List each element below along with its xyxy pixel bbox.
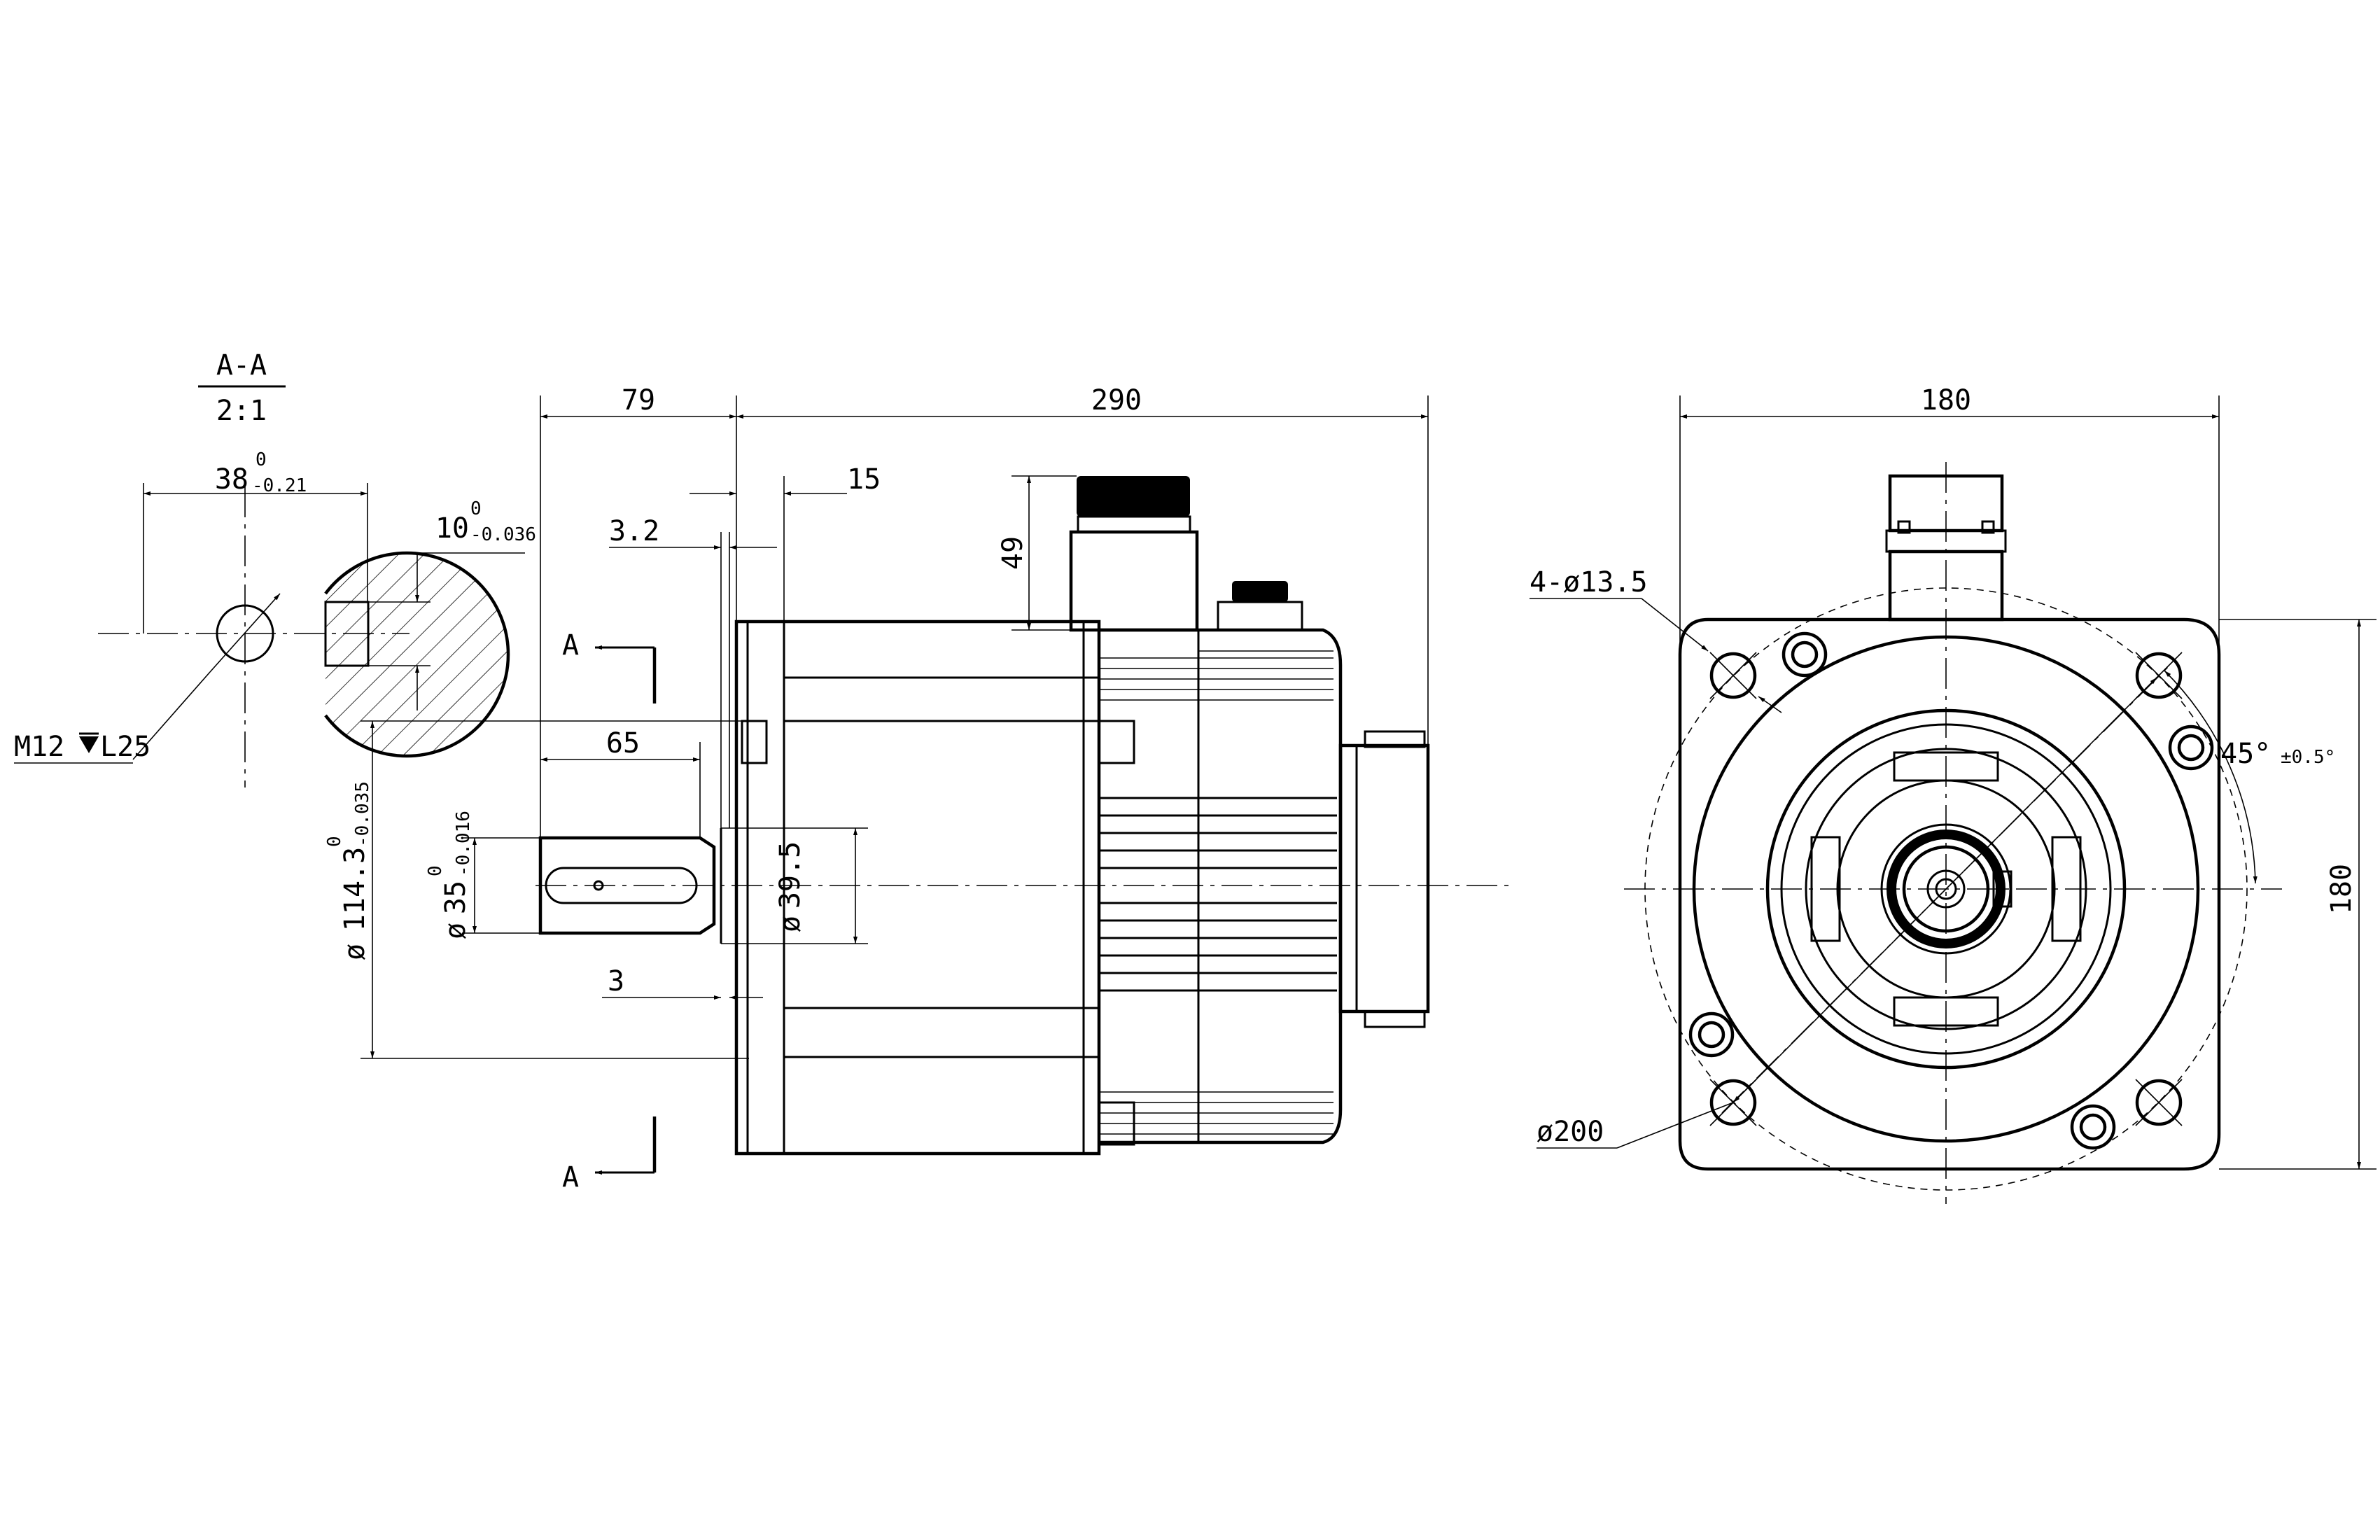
flange-bolt bbox=[741, 720, 768, 764]
rear-cover bbox=[1338, 743, 1430, 1014]
signal-connector-cap bbox=[1232, 581, 1288, 602]
section-mark-bottom: A bbox=[562, 1161, 579, 1194]
section-view: A-A 2:1 38 0 -0.21 10 0 -0.036 M12 L25 bbox=[14, 349, 536, 788]
connector-height: 49 bbox=[997, 536, 1029, 570]
angle-dimension bbox=[2164, 670, 2258, 884]
step-dimension: 3.2 bbox=[609, 515, 659, 547]
key-upper-tol: 0 bbox=[470, 498, 482, 519]
angle-value: 45° bbox=[2220, 738, 2271, 770]
width-nominal: 38 bbox=[215, 463, 248, 496]
front-view: 180 180 4-ø13.5 ø200 45° ±0.5° bbox=[1530, 384, 2376, 1204]
section-title: A-A bbox=[216, 349, 267, 382]
screw-right bbox=[2168, 724, 2214, 771]
key-lower-tol: -0.036 bbox=[470, 524, 536, 545]
shaft-keyway bbox=[545, 867, 698, 904]
screw-left bbox=[1688, 1011, 1735, 1058]
key-length: 65 bbox=[606, 727, 640, 760]
gap-dimension: 3 bbox=[608, 965, 624, 997]
boss-diameter-symbol: ø bbox=[774, 916, 806, 932]
flange-square bbox=[1678, 617, 2221, 1171]
pilot-upper-tol: 0 bbox=[324, 836, 345, 847]
width-lower-tol: -0.21 bbox=[252, 475, 307, 496]
shaft-upper-tol: 0 bbox=[425, 865, 446, 876]
front-connector-body bbox=[1888, 550, 2004, 622]
pilot-diameter-symbol: ø bbox=[339, 944, 371, 960]
body-circle bbox=[1692, 635, 2200, 1143]
pilot-diameter-nominal: 114.3 bbox=[339, 847, 371, 931]
mounting-hole-tl bbox=[1709, 652, 1757, 699]
depth-symbol bbox=[79, 736, 99, 753]
flange-height: 180 bbox=[2325, 864, 2358, 914]
shaft-length: 79 bbox=[622, 384, 655, 416]
pcd-dimension bbox=[1732, 677, 2157, 1103]
holes-spec: 4-ø13.5 bbox=[1530, 566, 1648, 598]
section-scale: 2:1 bbox=[216, 395, 267, 427]
mounting-hole-br bbox=[2135, 1079, 2183, 1126]
flange bbox=[734, 620, 1101, 1156]
boss-diameter: 39.5 bbox=[774, 841, 806, 909]
shaft-section-outline bbox=[324, 551, 510, 758]
power-connector bbox=[1069, 530, 1199, 632]
angle-tolerance: ±0.5° bbox=[2281, 747, 2335, 768]
shoulder-dimension: 15 bbox=[847, 463, 881, 496]
section-mark-top: A bbox=[562, 629, 579, 662]
shaft-lower-tol: -0.016 bbox=[453, 811, 474, 876]
cooling-fins bbox=[1099, 797, 1337, 992]
thread-spec: M12 bbox=[14, 731, 64, 763]
power-connector-cap bbox=[1077, 476, 1190, 517]
rear-cap-bottom bbox=[1364, 1010, 1426, 1028]
side-view: A A 79 290 15 3.2 49 65 bbox=[324, 384, 1516, 1194]
rear-cap-top bbox=[1364, 730, 1426, 748]
signal-connector bbox=[1217, 601, 1303, 631]
shaft-diameter-symbol: ø bbox=[440, 923, 472, 939]
pilot-lower-tol: -0.035 bbox=[352, 781, 373, 847]
pcd-label: ø200 bbox=[1536, 1116, 1604, 1148]
width-upper-tol: 0 bbox=[255, 449, 267, 470]
flange-width: 180 bbox=[1921, 384, 1971, 416]
shaft-diameter-nominal: 35 bbox=[440, 881, 472, 914]
center-hole bbox=[593, 880, 604, 891]
screw-top bbox=[1782, 631, 1828, 678]
motor-body bbox=[1099, 628, 1343, 1144]
key-nominal: 10 bbox=[435, 512, 469, 545]
flange-lug-top bbox=[1098, 720, 1135, 764]
hatch-area bbox=[326, 552, 508, 756]
thread-depth: L25 bbox=[100, 731, 150, 763]
screw-bottom bbox=[2070, 1104, 2116, 1150]
body-length: 290 bbox=[1091, 384, 1142, 416]
